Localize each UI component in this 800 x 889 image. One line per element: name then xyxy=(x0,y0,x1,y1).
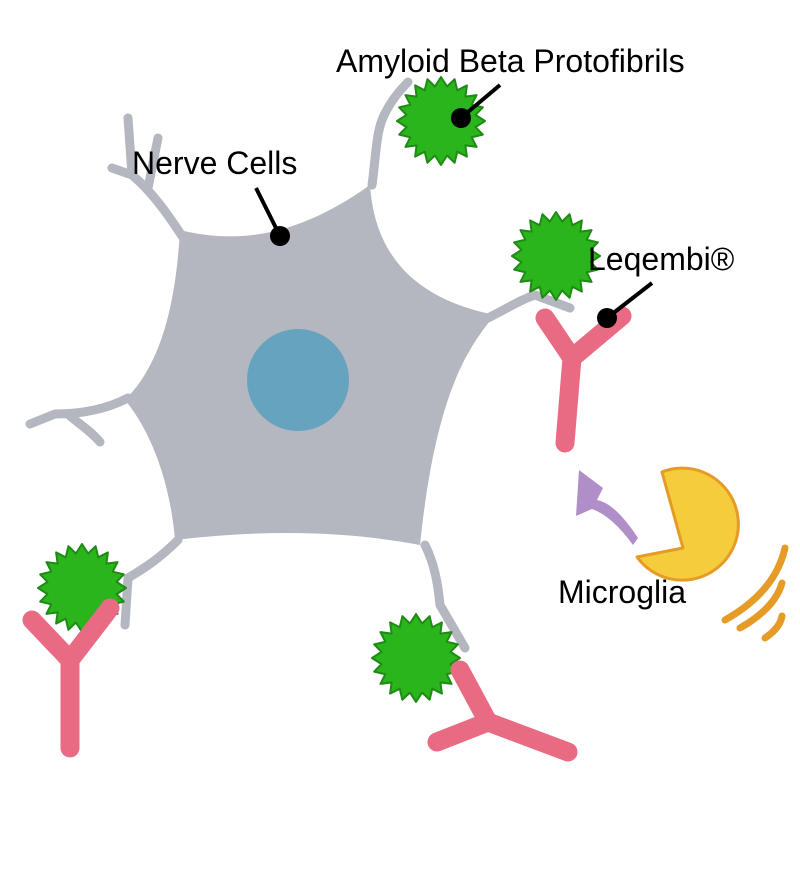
pointer-dot-leqembi xyxy=(597,308,617,328)
pointer-dot-nerve xyxy=(270,226,290,246)
nucleus-icon xyxy=(247,329,349,431)
protofibril-icon xyxy=(511,211,601,301)
arrow-icon xyxy=(576,470,638,545)
microglia-body xyxy=(635,466,740,582)
dendrite-left xyxy=(25,393,133,447)
label-leqembi: Leqembi® xyxy=(588,241,735,277)
dendrite-top-left xyxy=(107,113,187,241)
antibody-icon xyxy=(22,598,120,758)
label-nerve-cells: Nerve Cells xyxy=(132,145,297,181)
dendrite-top-right xyxy=(367,77,413,190)
protofibril-icon xyxy=(371,613,461,703)
pointer-dots xyxy=(270,108,617,328)
dendrite-bottom-right xyxy=(420,540,470,653)
dendrite-bottom-left xyxy=(120,535,183,630)
antibody-icon xyxy=(427,660,578,762)
antibodies xyxy=(22,306,632,762)
pointer-dot-amyloid xyxy=(451,108,471,128)
label-microglia: Microglia xyxy=(558,574,686,610)
microglia-icon xyxy=(635,466,789,642)
label-amyloid-beta-protofibrils: Amyloid Beta Protofibrils xyxy=(336,43,685,79)
antibody-icon xyxy=(535,306,632,453)
motion-lines xyxy=(721,544,789,642)
protofibril-icon xyxy=(396,76,486,166)
